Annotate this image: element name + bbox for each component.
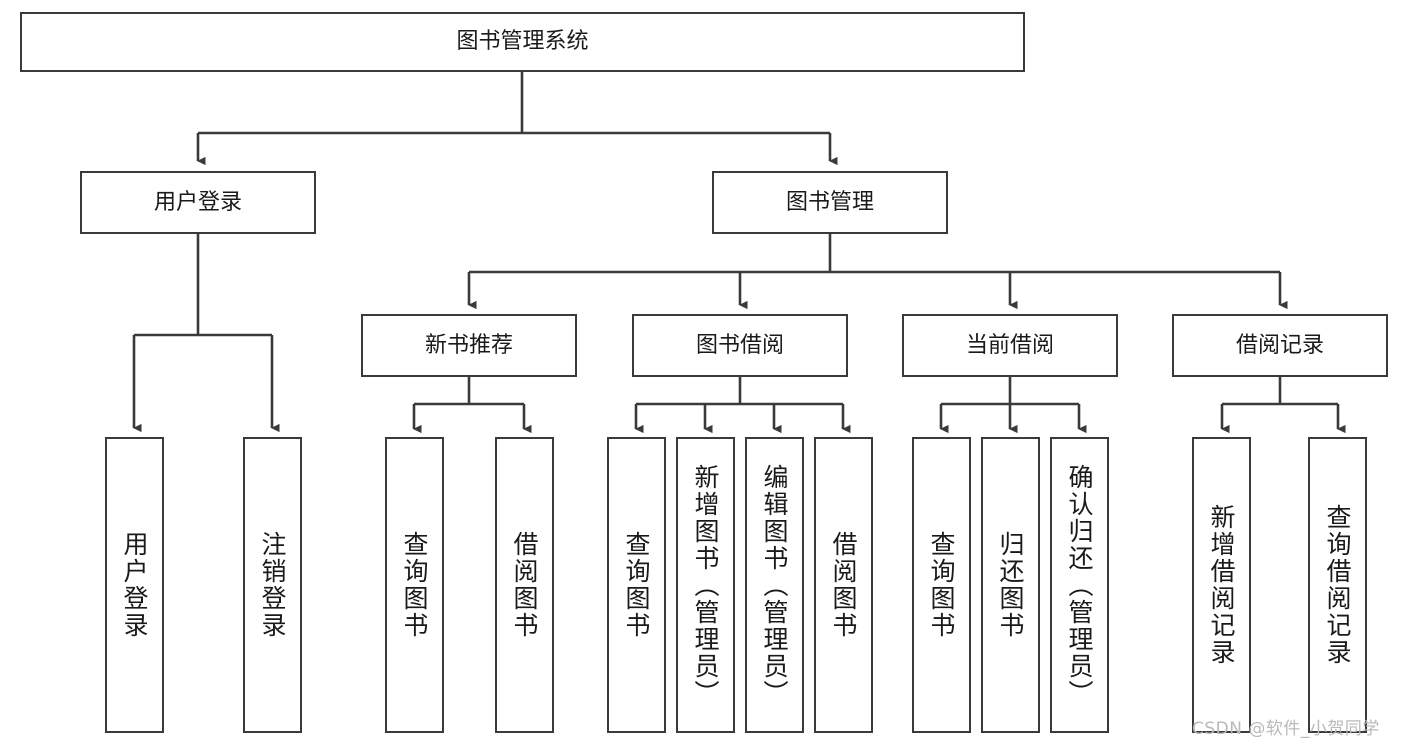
node-label: 借阅记录 [1235,332,1324,358]
node-label: 借阅图书 [829,531,858,639]
leaf-return-book[interactable]: 归还图书 [981,437,1040,733]
node-label: 新增图书（管理员） [691,463,720,707]
leaf-query-book-current[interactable]: 查询图书 [912,437,971,733]
leaf-borrow-book-recommend[interactable]: 借阅图书 [495,437,554,733]
node-label: 查询图书 [622,531,651,639]
node-label: 查询图书 [400,531,429,639]
node-borrow-record[interactable]: 借阅记录 [1172,314,1388,377]
node-label: 图书借阅 [695,332,784,358]
leaf-user-logout[interactable]: 注销登录 [243,437,302,733]
node-label: 图书管理系统 [456,29,589,55]
node-user-login[interactable]: 用户登录 [80,171,316,234]
node-new-book-recommend[interactable]: 新书推荐 [361,314,577,377]
node-book-borrow[interactable]: 图书借阅 [632,314,848,377]
leaf-edit-book[interactable]: 编辑图书（管理员） [745,437,804,733]
node-label: 查询借阅记录 [1323,504,1352,666]
leaf-borrow-book[interactable]: 借阅图书 [814,437,873,733]
node-label: 注销登录 [258,531,287,639]
node-label: 图书管理 [785,189,874,215]
node-root-system[interactable]: 图书管理系统 [20,12,1025,72]
node-label: 新增借阅记录 [1207,504,1236,666]
csdn-watermark: CSDN @软件_小贺同学 [1192,719,1380,739]
leaf-query-book-borrow[interactable]: 查询图书 [607,437,666,733]
node-label: 确认归还（管理员） [1065,463,1094,707]
node-label: 当前借阅 [965,332,1054,358]
leaf-confirm-return[interactable]: 确认归还（管理员） [1050,437,1109,733]
node-label: 编辑图书（管理员） [760,463,789,707]
node-current-borrow[interactable]: 当前借阅 [902,314,1118,377]
node-label: 新书推荐 [424,332,513,358]
leaf-query-book-recommend[interactable]: 查询图书 [385,437,444,733]
node-label: 归还图书 [996,531,1025,639]
node-label: 查询图书 [927,531,956,639]
leaf-query-borrow-record[interactable]: 查询借阅记录 [1308,437,1367,733]
node-label: 借阅图书 [510,531,539,639]
node-label: 用户登录 [120,531,149,639]
node-book-manage[interactable]: 图书管理 [712,171,948,234]
leaf-add-borrow-record[interactable]: 新增借阅记录 [1192,437,1251,733]
node-label: 用户登录 [153,189,242,215]
leaf-add-book[interactable]: 新增图书（管理员） [676,437,735,733]
leaf-user-login[interactable]: 用户登录 [105,437,164,733]
